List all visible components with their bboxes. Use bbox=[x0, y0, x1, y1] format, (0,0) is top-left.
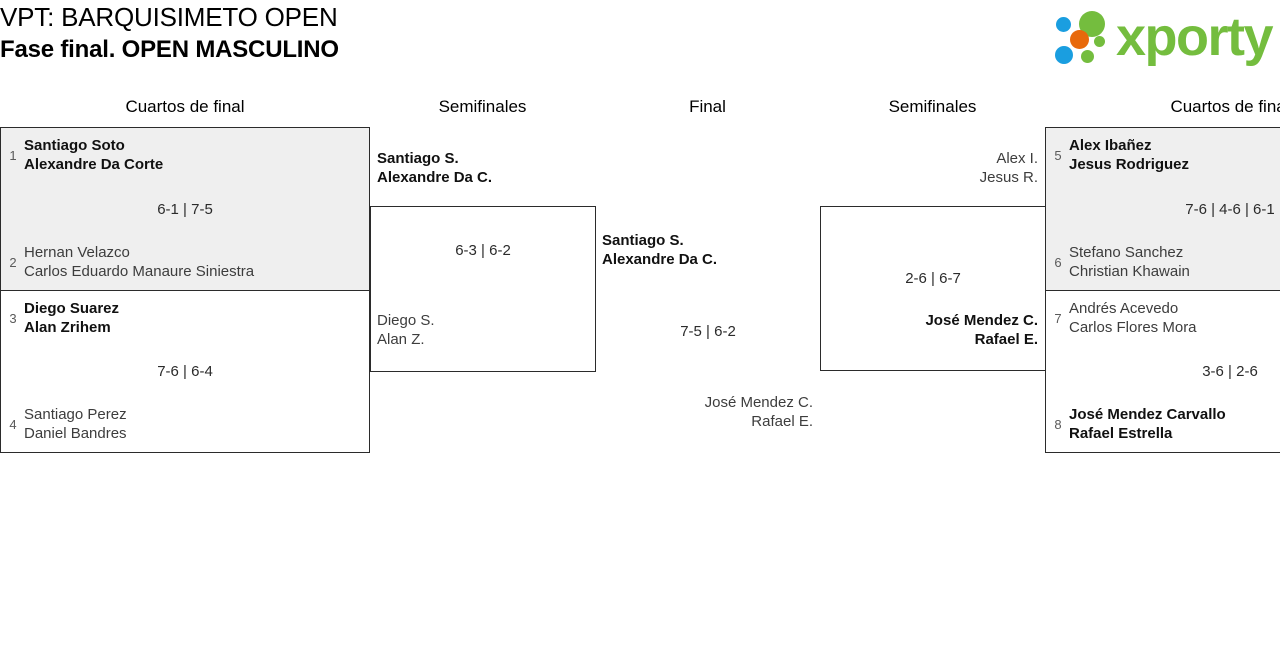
round-header-quarterfinals-left: Cuartos de final bbox=[125, 97, 245, 116]
player-name: Carlos Flores Mora bbox=[1069, 319, 1197, 336]
player-name: Alex I. bbox=[996, 150, 1038, 167]
logo-dot-blue-top bbox=[1055, 17, 1071, 32]
logo-dot-blue-bottom bbox=[1054, 46, 1073, 64]
player-name: José Mendez Carvallo bbox=[1069, 406, 1226, 423]
match-score: 3-6 | 2-6 bbox=[1202, 363, 1258, 380]
team-entry[interactable]: José Mendez C. Rafael E. bbox=[595, 393, 813, 431]
team-entry[interactable]: 8 José Mendez Carvallo Rafael Estrella bbox=[1047, 405, 1226, 443]
match-score: 7-5 | 6-2 bbox=[680, 323, 736, 340]
match-score: 6-3 | 6-2 bbox=[455, 242, 511, 259]
match-box-quarterfinal-3[interactable] bbox=[1045, 127, 1280, 291]
logo-dots-icon bbox=[1054, 8, 1112, 66]
page-title: VPT: BARQUISIMETO OPEN Fase final. OPEN … bbox=[0, 1, 339, 66]
team-entry[interactable]: Santiago S. Alexandre Da C. bbox=[377, 149, 492, 187]
player-name: Christian Khawain bbox=[1069, 263, 1190, 280]
team-entry[interactable]: 4 Santiago Perez Daniel Bandres bbox=[2, 405, 127, 443]
team-entry[interactable]: Diego S. Alan Z. bbox=[377, 311, 435, 349]
team-names: José Mendez Carvallo Rafael Estrella bbox=[1069, 405, 1226, 443]
team-entry[interactable]: 3 Diego Suarez Alan Zrihem bbox=[2, 299, 119, 337]
match-box-semifinal-right[interactable] bbox=[820, 206, 1046, 371]
team-names: Andrés Acevedo Carlos Flores Mora bbox=[1069, 299, 1197, 337]
seed-number: 7 bbox=[1054, 310, 1062, 326]
player-name: Santiago Perez bbox=[24, 406, 127, 423]
player-name: Alexandre Da C. bbox=[602, 251, 718, 268]
player-name: Diego Suarez bbox=[24, 300, 120, 317]
player-name: Alex Ibañez bbox=[1069, 137, 1152, 154]
seed-number: 4 bbox=[9, 416, 17, 432]
team-entry[interactable]: 2 Hernan Velazco Carlos Eduardo Manaure … bbox=[2, 243, 254, 281]
player-name: Jesus R. bbox=[979, 169, 1038, 186]
player-name: Hernan Velazco bbox=[24, 244, 130, 261]
player-name: Alexandre Da Corte bbox=[24, 156, 164, 173]
team-entry[interactable]: 1 Santiago Soto Alexandre Da Corte bbox=[2, 136, 163, 174]
seed-number: 3 bbox=[9, 310, 17, 326]
player-name: Alan Zrihem bbox=[24, 319, 111, 336]
team-names: Diego Suarez Alan Zrihem bbox=[24, 299, 119, 337]
team-entry[interactable]: Santiago S. Alexandre Da C. bbox=[602, 231, 717, 269]
player-name: Rafael E. bbox=[751, 413, 813, 430]
player-name: Santiago Soto bbox=[24, 137, 125, 154]
logo-dot-green-small bbox=[1093, 36, 1105, 47]
match-box-semifinal-left[interactable] bbox=[370, 206, 596, 372]
seed-number: 1 bbox=[9, 147, 17, 163]
tournament-name: VPT: BARQUISIMETO OPEN bbox=[0, 2, 338, 32]
match-score: 2-6 | 6-7 bbox=[905, 270, 961, 287]
logo-wordmark: xporty bbox=[1115, 7, 1274, 67]
player-name: Rafael E. bbox=[974, 331, 1038, 348]
player-name: Andrés Acevedo bbox=[1069, 300, 1179, 317]
player-name: José Mendez C. bbox=[704, 394, 813, 411]
xporty-logo[interactable]: xporty bbox=[1054, 4, 1274, 70]
team-entry[interactable]: Alex I. Jesus R. bbox=[820, 149, 1038, 187]
team-entry[interactable]: 5 Alex Ibañez Jesus Rodriguez bbox=[1047, 136, 1189, 174]
seed-number: 6 bbox=[1054, 254, 1062, 270]
tournament-phase: Fase final. OPEN MASCULINO bbox=[0, 36, 339, 63]
round-header-semifinals-right: Semifinales bbox=[888, 97, 977, 116]
player-name: Alexandre Da C. bbox=[377, 169, 493, 186]
match-score: 7-6 | 4-6 | 6-1 bbox=[1185, 201, 1275, 218]
seed-number: 8 bbox=[1054, 416, 1062, 432]
player-name: Rafael Estrella bbox=[1069, 425, 1173, 442]
team-names: Hernan Velazco Carlos Eduardo Manaure Si… bbox=[24, 243, 254, 281]
round-header-semifinals-left: Semifinales bbox=[438, 97, 527, 116]
player-name: Diego S. bbox=[377, 312, 435, 329]
player-name: Jesus Rodriguez bbox=[1069, 156, 1190, 173]
team-names: Alex Ibañez Jesus Rodriguez bbox=[1069, 136, 1189, 174]
logo-dot-green-bottom bbox=[1080, 50, 1094, 63]
player-name: José Mendez C. bbox=[925, 312, 1038, 329]
team-names: Santiago Perez Daniel Bandres bbox=[24, 405, 127, 443]
page-header: VPT: BARQUISIMETO OPEN Fase final. OPEN … bbox=[0, 0, 1280, 86]
match-box-quarterfinal-2[interactable] bbox=[0, 290, 370, 453]
player-name: Carlos Eduardo Manaure Siniestra bbox=[24, 263, 255, 280]
player-name: Daniel Bandres bbox=[24, 425, 127, 442]
logo-dot-orange bbox=[1069, 30, 1089, 49]
team-names: Stefano Sanchez Christian Khawain bbox=[1069, 243, 1190, 281]
match-box-quarterfinal-4[interactable] bbox=[1045, 290, 1280, 453]
player-name: Santiago S. bbox=[377, 150, 459, 167]
team-entry[interactable]: José Mendez C. Rafael E. bbox=[820, 311, 1038, 349]
player-name: Stefano Sanchez bbox=[1069, 244, 1184, 261]
round-header-final: Final bbox=[689, 97, 726, 116]
team-names: Santiago Soto Alexandre Da Corte bbox=[24, 136, 163, 174]
match-score: 6-1 | 7-5 bbox=[157, 201, 213, 218]
match-box-quarterfinal-1[interactable] bbox=[0, 127, 370, 291]
player-name: Santiago S. bbox=[602, 232, 684, 249]
player-name: Alan Z. bbox=[377, 331, 425, 348]
team-entry[interactable]: 6 Stefano Sanchez Christian Khawain bbox=[1047, 243, 1190, 281]
match-score: 7-6 | 6-4 bbox=[157, 363, 213, 380]
seed-number: 2 bbox=[9, 254, 17, 270]
team-entry[interactable]: 7 Andrés Acevedo Carlos Flores Mora bbox=[1047, 299, 1197, 337]
seed-number: 5 bbox=[1054, 147, 1062, 163]
round-header-quarterfinals-right: Cuartos de final bbox=[1170, 97, 1280, 116]
